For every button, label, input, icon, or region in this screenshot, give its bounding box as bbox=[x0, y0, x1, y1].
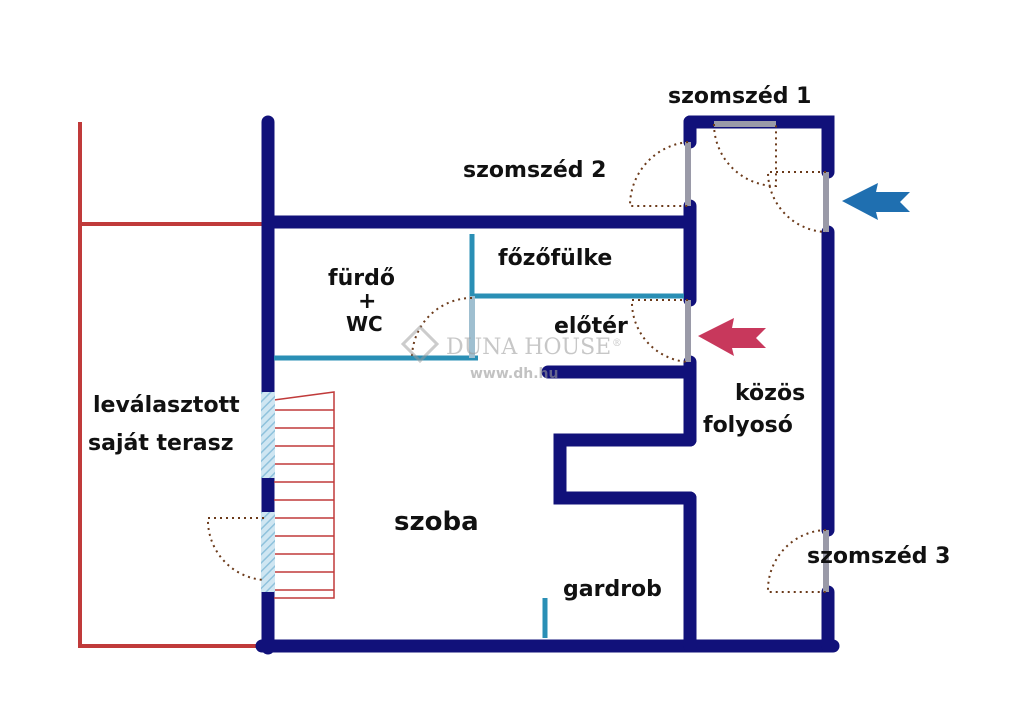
label-wardrobe: gardrob bbox=[563, 577, 662, 602]
label-bathroom: fürdő bbox=[328, 266, 395, 291]
label-terrace-line1: leválasztott bbox=[93, 393, 240, 418]
label-bathroom-plus: + bbox=[358, 289, 376, 314]
entry-arrow-icon bbox=[698, 318, 766, 356]
label-hall: előtér bbox=[554, 314, 628, 339]
label-neighbor-2: szomszéd 2 bbox=[463, 158, 606, 183]
staircase bbox=[273, 391, 335, 599]
watermark-url: www.dh.hu bbox=[470, 366, 558, 382]
label-corridor-line2: folyosó bbox=[703, 413, 793, 438]
label-terrace-line2: saját terasz bbox=[88, 431, 234, 456]
terrace-outline bbox=[78, 122, 264, 648]
terrace-glass-upper bbox=[261, 392, 275, 478]
watermark: DUNA HOUSE ® www.dh.hu bbox=[400, 324, 622, 382]
label-room: szoba bbox=[394, 507, 479, 537]
label-bathroom-wc: WC bbox=[346, 312, 383, 336]
label-kitchenette: főzőfülke bbox=[498, 246, 612, 271]
duna-house-logo-icon bbox=[400, 324, 440, 364]
label-neighbor-3: szomszéd 3 bbox=[807, 544, 950, 569]
watermark-registered: ® bbox=[612, 338, 622, 349]
door-swings bbox=[206, 123, 827, 593]
room-labels: szomszéd 1 szomszéd 2 szomszéd 3 fürdő +… bbox=[88, 84, 950, 602]
watermark-brand: DUNA HOUSE bbox=[446, 335, 611, 360]
corridor-entry-arrow-icon bbox=[842, 183, 910, 220]
door-leaves bbox=[469, 121, 829, 592]
label-corridor-line1: közös bbox=[735, 381, 805, 406]
terrace-glass-lower bbox=[261, 512, 275, 592]
label-neighbor-1: szomszéd 1 bbox=[668, 84, 811, 109]
